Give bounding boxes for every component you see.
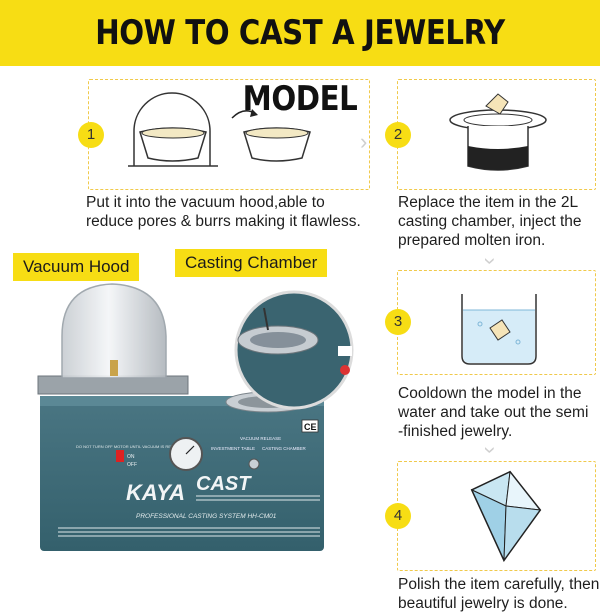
chamber-zoom-inset [234, 290, 354, 410]
power-switch [116, 450, 124, 462]
molten-metal [468, 146, 528, 170]
dome-valve [110, 360, 118, 376]
jewelry-model [485, 93, 509, 115]
water-cooling-illustration [461, 294, 537, 365]
release-knob-icon [248, 458, 260, 470]
step-1-caption: Put it into the vacuum hood,able to redu… [86, 194, 361, 230]
dome-outline [133, 92, 211, 166]
machine-body [40, 396, 324, 551]
svg-text:CASTING CHAMBER: CASTING CHAMBER [262, 446, 307, 451]
chevron-right-icon: › [360, 129, 368, 154]
svg-text:DO NOT TURN OFF MOTOR UNTIL VA: DO NOT TURN OFF MOTOR UNTIL VACUUM IS RE… [76, 444, 187, 449]
vacuum-hood-illustration [128, 92, 311, 167]
ce-mark: CE [304, 422, 317, 432]
casting-chamber-label: Casting Chamber [175, 249, 328, 277]
svg-text:VACUUM RELEASE: VACUUM RELEASE [240, 436, 281, 441]
step-4-caption: Polish the item carefully, then beautifu… [398, 576, 600, 612]
step-2-caption: Replace the item in the 2L casting chamb… [398, 194, 582, 249]
svg-text:ON: ON [127, 454, 135, 460]
beaker-outline [461, 294, 537, 365]
step-2-number: 2 [385, 122, 411, 148]
header-banner: HOW TO CAST A JEWELRY MODEL [0, 0, 600, 119]
brand-kaya: KAYA [126, 480, 185, 505]
bowl-2-liquid [245, 127, 309, 139]
vacuum-dome [61, 283, 167, 379]
step-1-number: 1 [78, 122, 104, 148]
svg-text:OFF: OFF [127, 462, 137, 468]
step-3-caption: Cooldown the model in the water and take… [398, 385, 589, 440]
step-4-number: 4 [385, 503, 411, 529]
page-title: HOW TO CAST A JEWELRY MODEL [95, 13, 505, 119]
brand-subtitle: PROFESSIONAL CASTING SYSTEM HH-CM01 [136, 513, 277, 520]
brand-cast: CAST [196, 473, 252, 495]
svg-text:INVESTMENT TABLE: INVESTMENT TABLE [211, 446, 255, 451]
chevron-down-icon: › [478, 257, 504, 265]
step-3-number: 3 [385, 309, 411, 335]
jewelry-in-water [489, 319, 511, 341]
casting-machine: CE ON OFF DO NOT TURN OFF MOTOR UNTIL VA… [37, 283, 354, 551]
vacuum-hood-label: Vacuum Hood [13, 253, 140, 281]
bowl-1-liquid [141, 127, 205, 139]
casting-chamber-illustration [449, 93, 547, 171]
chevron-down-icon: › [478, 446, 504, 454]
polished-jewelry-illustration [470, 470, 542, 562]
